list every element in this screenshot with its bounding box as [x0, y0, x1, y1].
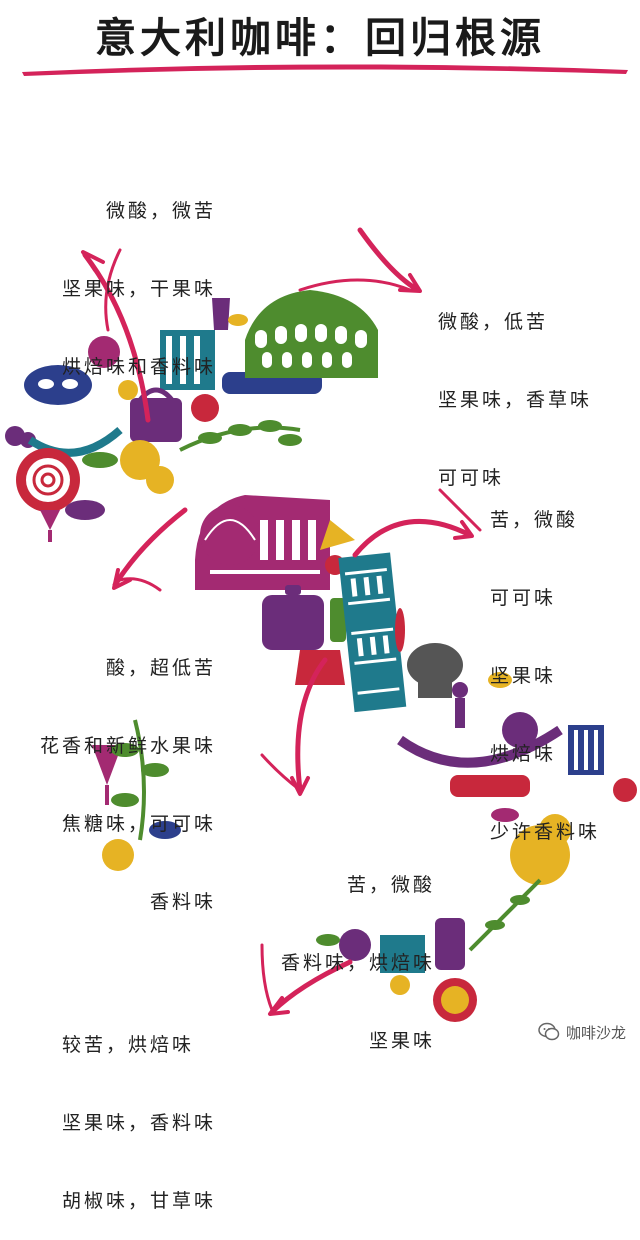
- handbag-icon: [130, 398, 182, 442]
- label-line: 可可味: [490, 587, 557, 609]
- pyramid-icon: [320, 520, 355, 550]
- label-line: 微酸，微苦: [105, 200, 216, 222]
- label-line: 坚果味，香料味: [62, 1112, 217, 1134]
- grapes-sicily-icon: [339, 929, 371, 961]
- vine-south-icon: [468, 878, 542, 952]
- region-label-south: 苦，微酸 香料味，烘焙味 坚果味: [281, 820, 435, 1080]
- chef-hat-icon: [407, 643, 463, 687]
- mask-south-icon: [488, 672, 512, 688]
- grapes-south-icon: [502, 712, 538, 748]
- column-sicily-icon: [380, 935, 425, 973]
- gondolier-icon: [397, 725, 563, 768]
- north-italy-icons: [5, 330, 322, 542]
- wine-glass-icon: [40, 510, 60, 530]
- sunglasses-sardinia-icon: [149, 821, 181, 839]
- lemon-sicily-icon: [390, 975, 410, 995]
- label-line: 酸，超低苦: [105, 657, 216, 679]
- mask-icon: [24, 365, 92, 405]
- basilica-icon: [195, 495, 330, 590]
- high-heel-south-icon: [491, 808, 519, 822]
- watermark-text: 咖啡沙龙: [565, 1023, 626, 1042]
- label-line: 焦糖味，可可味: [61, 813, 216, 835]
- sicily-icons: [316, 918, 477, 1022]
- label-line: 可可味: [438, 467, 505, 489]
- leaf-sardinia-icon: [111, 743, 139, 757]
- leaf-icon: [82, 452, 118, 468]
- south-italy-icons: [397, 643, 637, 952]
- wine-glass-sardinia-icon: [92, 745, 122, 785]
- tomato-south-icon: [613, 778, 637, 802]
- region-label-west: 酸，超低苦 花香和新鲜水果味 焦糖味，可可味 香料味: [40, 603, 216, 941]
- label-line: 坚果味，香草味: [438, 389, 593, 411]
- region-label-southwest: 较苦，烘焙味 坚果味，香料味 胡椒味，甘草味: [62, 980, 216, 1240]
- suitcase-icon: [262, 595, 324, 650]
- label-line: 坚果味，干果味: [61, 278, 216, 300]
- sardinia-icons: [92, 719, 181, 871]
- coffee-grinder-icon: [212, 298, 230, 330]
- lemon-icon: [118, 380, 138, 400]
- label-line: 香料味: [149, 891, 216, 913]
- label-line: 胡椒味，甘草味: [62, 1190, 217, 1212]
- coffee-cup-icon: [88, 336, 120, 368]
- label-line: 烘焙味: [490, 743, 557, 765]
- chili-pepper-icon: [395, 608, 405, 652]
- region-label-northeast: 微酸，低苦 坚果味，香草味 可可味: [438, 257, 592, 517]
- label-line: 少许香料味: [490, 821, 601, 843]
- gondola-icon: [27, 426, 123, 457]
- title-underline: [22, 64, 628, 76]
- sunglasses-icon: [65, 500, 105, 520]
- leaf-sicily-icon: [316, 934, 340, 946]
- wechat-icon: [538, 1022, 560, 1041]
- region-label-northwest: 微酸，微苦 坚果味，干果味 烘焙味和香料味: [62, 146, 216, 406]
- label-line: 烘焙味和香料味: [61, 356, 216, 378]
- label-line: 花香和新鲜水果味: [39, 735, 216, 757]
- watermark: 咖啡沙龙: [538, 1021, 626, 1043]
- arrow-south: [295, 657, 328, 793]
- label-line: 坚果味: [490, 665, 557, 687]
- arrow-west: [112, 507, 188, 588]
- tomato-icon: [191, 394, 219, 422]
- label-line: 苦，微酸: [346, 874, 435, 896]
- page-title: 意大利咖啡：回归根源: [95, 14, 545, 62]
- wine-bottle-2-icon: [330, 598, 346, 642]
- grapes-icon: [5, 426, 25, 446]
- label-line: 微酸，低苦: [438, 311, 549, 333]
- high-heel-icon: [228, 314, 248, 326]
- region-label-east: 苦，微酸 可可味 坚果味 烘焙味 少许香料味: [490, 455, 600, 871]
- label-line: 较苦，烘焙味: [62, 1034, 195, 1056]
- arrow-northeast: [357, 227, 421, 293]
- grapes-sardinia-icon: [102, 839, 134, 871]
- grapes-cluster-icon: [120, 440, 160, 480]
- label-line: 坚果味: [368, 1030, 435, 1052]
- wine-bottle-south-icon: [450, 775, 530, 797]
- colosseum-icon: [245, 290, 378, 378]
- arrow-east: [352, 518, 473, 558]
- leaning-tower-icon: [338, 552, 407, 713]
- italy-map: [5, 227, 637, 1022]
- pointer-arrows: [81, 227, 482, 1016]
- label-line: 香料味，烘焙味: [280, 952, 435, 974]
- label-line: 苦，微酸: [490, 509, 579, 531]
